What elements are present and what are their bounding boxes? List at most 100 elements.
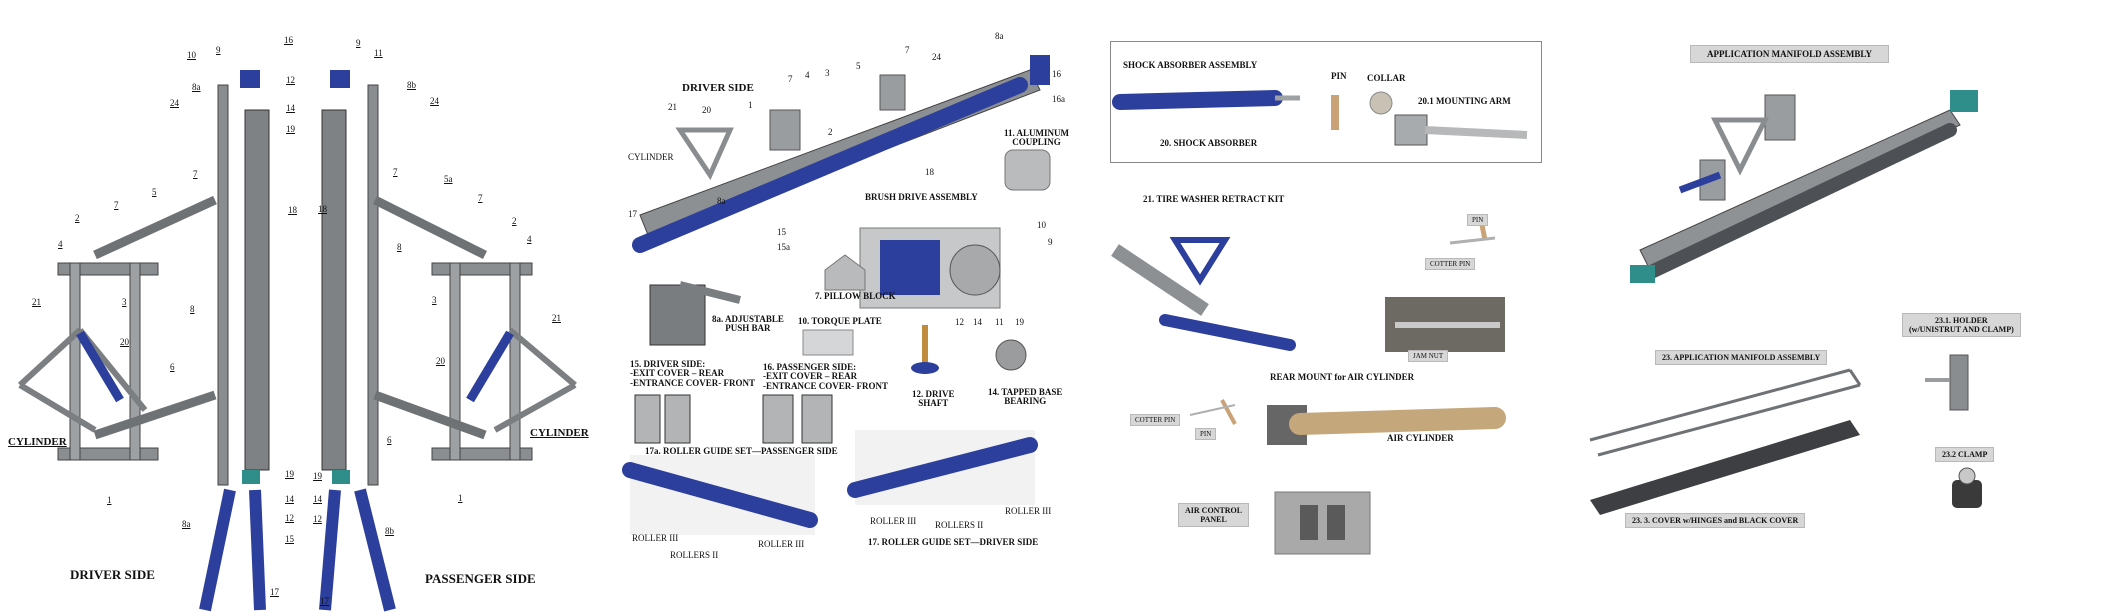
- callout-number: 7: [478, 193, 483, 203]
- callout-number: 8a: [182, 519, 191, 529]
- label-holder: 23.1. HOLDER (w/UNISTRUT AND CLAMP): [1902, 313, 2021, 337]
- callout-number: 15: [777, 227, 786, 237]
- callout-number: 24: [932, 52, 941, 62]
- callout-number: 3: [432, 295, 437, 305]
- callout-number: 20: [436, 356, 445, 366]
- callout-number: 16: [284, 35, 293, 45]
- callout-number: 18: [288, 205, 297, 215]
- label-shock-absorber-assembly: SHOCK ABSORBER ASSEMBLY: [1123, 60, 1258, 70]
- callout-number: 8: [190, 304, 195, 314]
- label-jam-nut-box: JAM NUT: [1408, 350, 1449, 362]
- manifold-drawings: [1589, 90, 1982, 515]
- label-drive-shaft: 12. DRIVE SHAFT: [912, 389, 955, 409]
- callout-number: 20: [120, 337, 129, 347]
- callout-number: 17: [628, 209, 637, 219]
- label-brush-drive-assembly: BRUSH DRIVE ASSEMBLY: [865, 192, 978, 202]
- shock-and-air-drawings: [1111, 90, 1528, 555]
- callout-number: 16a: [1052, 94, 1065, 104]
- label-pin-box: PIN: [1467, 214, 1489, 226]
- callout-number: 19: [313, 471, 322, 481]
- callout-number: 12: [285, 513, 294, 523]
- callout-number: 5: [856, 61, 861, 71]
- label-air-control-panel: AIR CONTROL PANEL: [1178, 503, 1250, 527]
- callout-number: 7: [393, 167, 398, 177]
- label-rollers-ii: ROLLERS II: [670, 550, 719, 560]
- callout-number: 8a: [192, 82, 201, 92]
- label-cylinder-left: CYLINDER: [8, 436, 67, 448]
- callout-number: 8a: [717, 196, 726, 206]
- label-pin: PIN: [1331, 71, 1347, 81]
- callout-number: 16: [1052, 69, 1061, 79]
- label-torque-plate: 10. TORQUE PLATE: [798, 316, 882, 326]
- label-aluminum-coupling: 11. ALUMINUM COUPLING: [1004, 128, 1069, 148]
- callout-number: 24: [170, 98, 179, 108]
- callout-number: 4: [58, 239, 63, 249]
- label-pillow-block: 7. PILLOW BLOCK: [815, 291, 896, 301]
- panel-shock-and-air: SHOCK ABSORBER ASSEMBLY PIN COLLAR 20.1 …: [1095, 0, 1545, 616]
- callout-number: 19: [286, 124, 295, 134]
- callout-number: 9: [216, 45, 221, 55]
- driver-side-assembly-drawing: [622, 55, 1051, 535]
- label-passenger-side: PASSENGER SIDE: [425, 571, 536, 586]
- callout-number: 7: [193, 169, 198, 179]
- label-tapped-base-bearing: 14. TAPPED BASE BEARING: [988, 387, 1063, 407]
- label-push-bar: 8a. ADJUSTABLE PUSH BAR: [712, 314, 784, 334]
- callout-number: 12: [955, 317, 964, 327]
- callout-number: 2: [512, 216, 517, 226]
- callout-number: 11: [374, 48, 383, 58]
- label-clamp: 23.2 CLAMP: [1935, 447, 1995, 462]
- callout-number: 1: [748, 100, 753, 110]
- callout-number: 14: [973, 317, 982, 327]
- label-tire-washer-retract-kit: 21. TIRE WASHER RETRACT KIT: [1143, 194, 1285, 204]
- label-cover: 23. 3. COVER w/HINGES and BLACK COVER: [1625, 513, 1806, 528]
- label-rollers-ii: ROLLERS II: [935, 520, 984, 530]
- callout-number: 9: [356, 38, 361, 48]
- panel-top-view-diagram: CYLINDER CYLINDER DRIVER SIDE PASSENGER …: [0, 0, 600, 616]
- callout-number: 8a: [995, 31, 1004, 41]
- callout-number: 21: [32, 297, 41, 307]
- label-cotter-pin-box: COTTER PIN: [1130, 414, 1181, 426]
- callout-number: 14: [313, 494, 322, 504]
- label-driver-side: DRIVER SIDE: [70, 567, 155, 582]
- callout-number: 4: [527, 234, 532, 244]
- callout-number: 19: [285, 469, 294, 479]
- frame-top-view-drawing: [17, 70, 577, 612]
- callout-number: 8b: [407, 80, 416, 90]
- callout-number: 3: [122, 297, 127, 307]
- callout-number: 3: [825, 68, 830, 78]
- panel-application-manifold: APPLICATION MANIFOLD ASSEMBLY 23. APPLIC…: [1560, 0, 2110, 616]
- callout-number: 6: [170, 362, 175, 372]
- label-driver-side-covers: 15. DRIVER SIDE: -EXIT COVER – REAR -ENT…: [630, 359, 756, 388]
- label-driver-side: DRIVER SIDE: [682, 82, 754, 94]
- callout-number: 9: [1048, 237, 1053, 247]
- label-roller-guide-driver: 17. ROLLER GUIDE SET—DRIVER SIDE: [868, 537, 1039, 547]
- callout-number: 15a: [777, 242, 790, 252]
- label-cotter-pin-box: COTTER PIN: [1425, 258, 1476, 270]
- label-roller-iii: ROLLER III: [870, 516, 917, 526]
- callout-number: 14: [285, 494, 294, 504]
- label-pin-box: PIN: [1195, 428, 1217, 440]
- callout-number: 12: [286, 75, 295, 85]
- callout-number: 11: [995, 317, 1004, 327]
- callout-number: 18: [318, 204, 327, 214]
- label-rear-mount: REAR MOUNT for AIR CYLINDER: [1270, 372, 1415, 382]
- callout-number: 19: [1015, 317, 1024, 327]
- callout-number: 24: [430, 96, 439, 106]
- panel-driver-side-parts: DRIVER SIDE BRUSH DRIVE ASSEMBLY CYLINDE…: [620, 0, 1080, 616]
- callout-number: 2: [828, 127, 833, 137]
- callout-number: 10: [187, 50, 196, 60]
- callout-number: 8: [397, 242, 402, 252]
- callout-number: 17: [270, 587, 279, 597]
- callout-number: 4: [805, 70, 810, 80]
- callout-number: 5: [152, 187, 157, 197]
- label-cylinder: CYLINDER: [628, 152, 674, 162]
- label-passenger-side-covers: 16. PASSENGER SIDE: -EXIT COVER – REAR -…: [763, 362, 889, 391]
- label-roller-guide-passenger: 17a. ROLLER GUIDE SET—PASSENGER SIDE: [645, 446, 838, 456]
- callout-number: 10: [1037, 220, 1046, 230]
- callout-number: 20: [702, 105, 711, 115]
- callout-number: 6: [387, 435, 392, 445]
- callout-number: 8b: [385, 526, 394, 536]
- callout-number: 15: [285, 534, 294, 544]
- label-mounting-arm: 20.1 MOUNTING ARM: [1418, 96, 1511, 106]
- label-shock-absorber: 20. SHOCK ABSORBER: [1160, 138, 1258, 148]
